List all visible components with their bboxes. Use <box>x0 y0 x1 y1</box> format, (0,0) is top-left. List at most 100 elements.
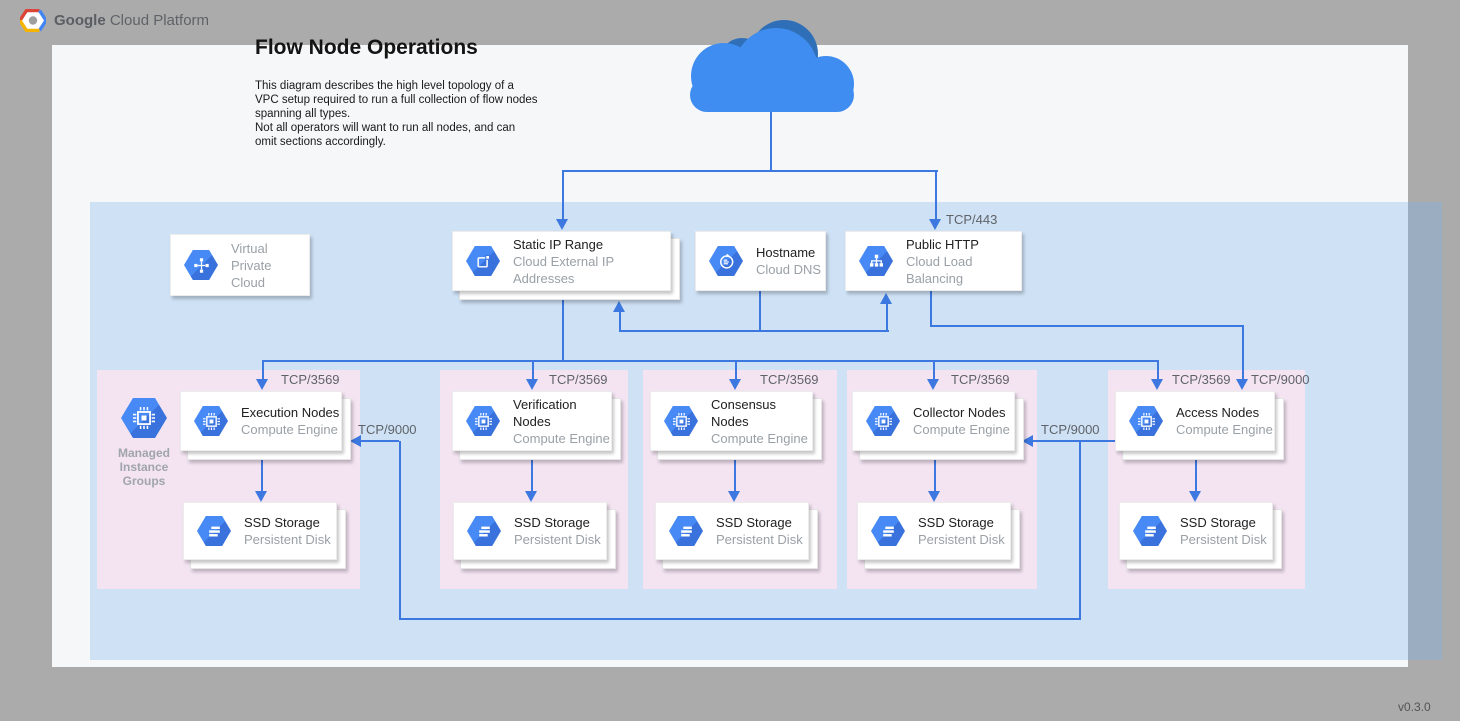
internet-cloud-icon <box>690 20 854 112</box>
card-subtitle: Cloud DNS <box>756 262 822 277</box>
edge-public-http-to-access <box>930 325 1244 327</box>
card-subtitle: Compute Engine <box>913 422 1010 437</box>
card-title: SSD Storage <box>1180 515 1256 530</box>
compute-engine-icon <box>866 406 900 436</box>
consensus-ssd-card[interactable]: SSD Storage Persistent Disk <box>655 502 809 560</box>
card-subtitle: Cloud Load Balancing <box>906 253 973 286</box>
edge-loop-right-down <box>1079 441 1081 620</box>
edge-execution-to-ssd <box>261 459 263 492</box>
description-paragraph-1: This diagram describes the high level to… <box>255 80 538 120</box>
arrowhead-access-metrics <box>1236 379 1248 390</box>
hostname-card[interactable]: Hostname Cloud DNS <box>695 231 826 291</box>
edge-into-execution <box>361 440 399 442</box>
port-label-tcp3569-collector: TCP/3569 <box>951 372 1010 387</box>
arrowhead-collector-ssd <box>928 491 940 502</box>
arrowhead-up-static-ip <box>613 301 625 312</box>
arrowhead-into-collector <box>1022 435 1033 447</box>
arrowhead-verification-ssd <box>525 491 537 502</box>
card-title: Collector Nodes <box>913 405 1006 420</box>
compute-engine-icon <box>1129 406 1163 436</box>
edge-top-branch <box>562 170 938 172</box>
mig-label-line: Instance <box>119 460 169 474</box>
page-title: Flow Node Operations <box>255 36 478 59</box>
mig-label-line: Managed <box>117 446 170 460</box>
consensus-nodes-card[interactable]: Consensus Nodes Compute Engine <box>650 391 813 451</box>
arrowhead-access-ssd <box>1189 491 1201 502</box>
card-subtitle: Compute Engine <box>711 430 808 446</box>
card-subtitle: Persistent Disk <box>716 532 803 547</box>
edge-drop-access <box>1157 360 1159 380</box>
arrowhead-execution-ssd <box>255 491 267 502</box>
compute-engine-icon <box>664 406 698 436</box>
edge-distribution-bus <box>262 360 1159 362</box>
edge-static-ip-down <box>562 298 564 362</box>
edge-loop-bottom <box>399 618 1081 620</box>
edge-verification-to-ssd <box>531 459 533 492</box>
arrowhead-consensus-ssd <box>728 491 740 502</box>
verification-nodes-card[interactable]: Verification Nodes Compute Engine <box>452 391 612 451</box>
port-label-tcp3569-consensus: TCP/3569 <box>760 372 819 387</box>
description-paragraph-2: Not all operators will want to run all n… <box>255 122 516 148</box>
arrowhead-verification <box>526 379 538 390</box>
external-ip-icon <box>466 246 500 276</box>
brand-secondary: Cloud Platform <box>109 12 210 29</box>
card-title: Hostname <box>756 245 816 260</box>
collector-ssd-card[interactable]: SSD Storage Persistent Disk <box>857 502 1011 560</box>
compute-engine-icon <box>466 406 500 436</box>
port-label-tcp3569-execution: TCP/3569 <box>281 372 340 387</box>
execution-ssd-card[interactable]: SSD Storage Persistent Disk <box>183 502 337 560</box>
edge-drop-verification <box>532 362 534 380</box>
gcp-logo-icon <box>20 9 46 32</box>
managed-instance-groups-label: Managed Instance Groups <box>94 446 194 488</box>
edge-drop-consensus <box>735 362 737 380</box>
edge-to-static-ip <box>562 170 564 220</box>
arrowhead-into-execution <box>350 435 361 447</box>
edge-up-to-public-http <box>886 304 888 332</box>
card-subtitle: Cloud External IP Addresses <box>513 253 614 286</box>
card-title: SSD Storage <box>918 515 994 530</box>
public-http-card[interactable]: Public HTTP Cloud Load Balancing <box>845 231 1022 291</box>
card-title: Static IP Range <box>513 236 604 252</box>
arrowhead-into-public-http <box>929 219 941 230</box>
arrowhead-consensus <box>729 379 741 390</box>
card-title: Verification Nodes <box>513 396 577 429</box>
verification-ssd-card[interactable]: SSD Storage Persistent Disk <box>453 502 607 560</box>
arrowhead-access <box>1151 379 1163 390</box>
arrowhead-collector <box>927 379 939 390</box>
persistent-disk-icon <box>1133 516 1167 546</box>
edge-access-to-ssd <box>1195 459 1197 492</box>
port-label-tcp9000-execution: TCP/9000 <box>358 422 417 437</box>
card-subtitle: Compute Engine <box>1176 422 1273 437</box>
cloud-dns-icon <box>709 246 743 276</box>
static-ip-card[interactable]: Static IP Range Cloud External IP Addres… <box>452 231 671 291</box>
port-label-tcp9000-access: TCP/9000 <box>1251 372 1310 387</box>
edge-access-metrics-drop <box>1242 325 1244 380</box>
edge-loop-left-up <box>399 441 401 620</box>
edge-access-to-collector <box>1033 440 1115 442</box>
mig-label-line: Groups <box>122 474 166 488</box>
access-ssd-card[interactable]: SSD Storage Persistent Disk <box>1119 502 1273 560</box>
card-subtitle: Persistent Disk <box>918 532 1005 547</box>
card-subtitle: Persistent Disk <box>1180 532 1267 547</box>
edge-hostname-branch <box>619 330 889 332</box>
edge-cloud-down <box>770 112 772 171</box>
brand-text: Google Cloud Platform <box>54 12 209 29</box>
card-title: Consensus Nodes <box>711 396 777 429</box>
card-subtitle: Persistent Disk <box>514 532 601 547</box>
collector-nodes-card[interactable]: Collector Nodes Compute Engine <box>852 391 1015 451</box>
edge-to-public-http <box>935 170 937 220</box>
persistent-disk-icon <box>669 516 703 546</box>
persistent-disk-icon <box>197 516 231 546</box>
load-balancer-icon <box>859 246 893 276</box>
brand-primary: Google <box>54 12 106 29</box>
port-label-tcp443: TCP/443 <box>946 212 998 227</box>
card-title: Access Nodes <box>1176 405 1260 420</box>
card-subtitle: Compute Engine <box>513 430 610 446</box>
execution-nodes-card[interactable]: Execution Nodes Compute Engine <box>180 391 342 451</box>
virtual-private-cloud-card[interactable]: Virtual Private Cloud <box>170 234 310 296</box>
edge-hostname-down <box>759 291 761 332</box>
arrowhead-execution <box>256 379 268 390</box>
access-nodes-card[interactable]: Access Nodes Compute Engine <box>1115 391 1275 451</box>
port-label-tcp9000-collector: TCP/9000 <box>1041 422 1100 437</box>
port-label-tcp3569-access: TCP/3569 <box>1172 372 1231 387</box>
